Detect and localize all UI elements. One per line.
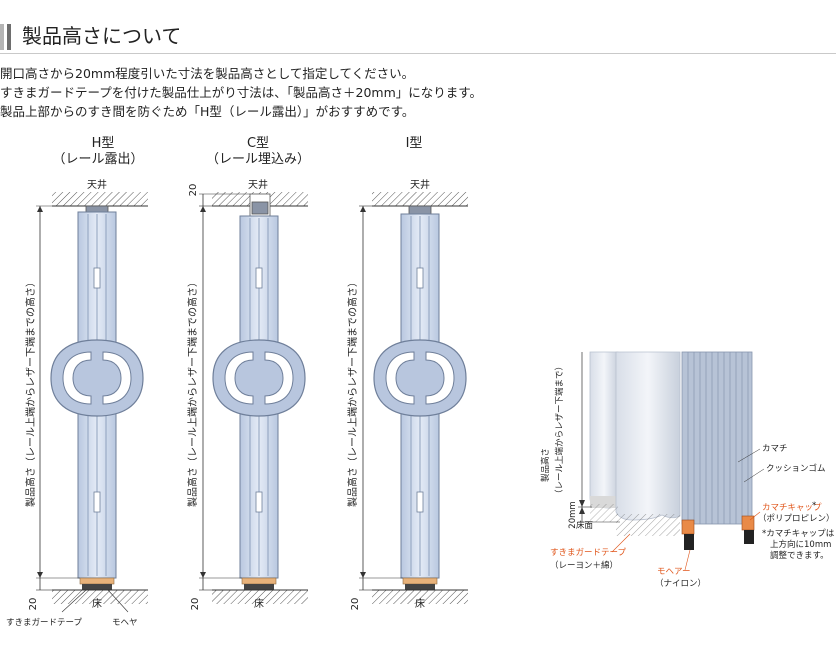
floor-hatch xyxy=(212,590,308,604)
page-title: 製品高さについて xyxy=(22,24,182,48)
height-dimension-label: 製品高さ（レール上端からレザー下端までの高さ） xyxy=(24,277,37,507)
section-header: 製品高さについて xyxy=(0,20,840,54)
mohair-label: モヘヤ xyxy=(112,618,138,628)
detail-guard-tape xyxy=(616,514,680,536)
header-accent-light xyxy=(0,24,4,50)
detail-kamachi-cap xyxy=(681,519,695,535)
rail xyxy=(251,201,269,215)
dim-20-label: 20 xyxy=(190,598,201,611)
detail-kamachi-cap-mat: （ポリプロピレン） xyxy=(758,513,835,524)
intro-text: 開口高さから20mm程度引いた寸法を製品高さとして指定してください。 すきまガー… xyxy=(0,64,840,121)
height-dimension-label: 製品高さ（レール上端からレザー下端までの高さ） xyxy=(346,277,359,507)
guard-tape-label: すきまガードテープ xyxy=(6,617,82,628)
type-c-sub: （レール埋込み） xyxy=(206,152,310,167)
floor-label: 床 xyxy=(92,597,102,610)
detail-height-sub: （レール上端からレザー下端まで） xyxy=(554,362,565,498)
detail-mohair xyxy=(684,534,694,550)
detail-kamachi-cap-label: カマチキャップ xyxy=(762,503,822,513)
diagram-type-i: I型 天井 製品高さ（レール上端からレザー下端までの高さ） 20 床 xyxy=(346,136,468,610)
guard-tape xyxy=(241,577,277,585)
detail-mohair-mat: （ナイロン） xyxy=(655,578,706,589)
mohair xyxy=(405,584,435,590)
diagram-type-h: H型 （レール露出） 天井 製品高さ（レール上端からレザー下端までの高さ） 20… xyxy=(6,136,148,628)
type-h-sub: （レール露出） xyxy=(52,152,143,167)
detail-dim-20mm: 20mm xyxy=(568,501,578,528)
detail-note-2: 上方向に10mm xyxy=(770,539,831,550)
header-divider xyxy=(0,53,836,54)
ceiling-label: 天井 xyxy=(87,178,107,191)
detail-panel xyxy=(615,351,681,521)
rail xyxy=(408,205,432,215)
detail-note-3: 調整できます。 xyxy=(770,550,829,561)
intro-line-3: 製品上部からのすき間を防ぐため「H型（レール露出）」がおすすめです。 xyxy=(0,104,415,119)
floor-hatch xyxy=(372,590,468,604)
ceiling-label: 天井 xyxy=(248,178,268,191)
type-i-name: I型 xyxy=(406,136,423,151)
detail-guard-tape-mat: （レーヨン＋綿） xyxy=(550,560,618,571)
detail-kamachi-label: カマチ xyxy=(762,444,788,454)
detail-floor-label: 床面 xyxy=(576,520,594,531)
ceiling-hatch xyxy=(372,192,468,206)
detail-kamachi xyxy=(681,351,753,525)
mohair xyxy=(244,584,274,590)
header-accent-dark xyxy=(7,24,11,50)
detail-height-label: 製品高さ xyxy=(540,448,551,482)
detail-illustration: 製品高さ （レール上端からレザー下端まで） 20mm 床面 カマチ クッションゴ… xyxy=(540,351,835,589)
intro-line-1: 開口高さから20mm程度引いた寸法を製品高さとして指定してください。 xyxy=(0,66,415,81)
dim-20-label: 20 xyxy=(350,598,361,611)
handle xyxy=(373,339,467,417)
detail-guard-tape-label: すきまガードテープ xyxy=(550,547,626,558)
detail-cushion-label: クッションゴム xyxy=(766,463,826,474)
detail-asterisk: * xyxy=(812,501,816,511)
dim-20-label: 20 xyxy=(28,598,39,611)
type-h-name: H型 xyxy=(92,136,115,151)
handle xyxy=(212,339,306,417)
intro-line-2: すきまガードテープを付けた製品仕上がり寸法は、「製品高さ＋20mm」になります。 xyxy=(0,85,483,100)
guard-tape xyxy=(79,577,115,585)
floor-label: 床 xyxy=(415,597,425,610)
height-dimension-label: 製品高さ（レール上端からレザー下端までの高さ） xyxy=(186,277,199,507)
ceiling-hatch xyxy=(52,192,148,206)
dim-20-label: 20 xyxy=(188,184,199,197)
guard-tape xyxy=(402,577,438,585)
floor-label: 床 xyxy=(254,597,264,610)
detail-note-1: *カマチキャップは xyxy=(762,529,835,539)
detail-mohair-label: モヘアー xyxy=(657,567,691,577)
type-c-name: C型 xyxy=(247,136,269,151)
floor-hatch xyxy=(52,590,148,604)
mohair xyxy=(82,584,112,590)
diagram-type-c: C型 （レール埋込み） 天井 20 製品高さ（レール上端からレザー下端までの高さ… xyxy=(186,136,310,610)
ceiling-label: 天井 xyxy=(410,178,430,191)
handle xyxy=(50,339,144,417)
